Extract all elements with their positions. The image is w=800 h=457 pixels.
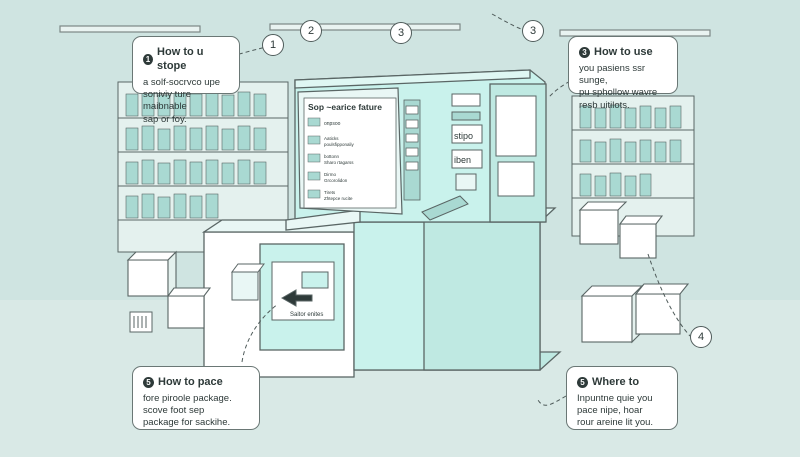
callout-line: fore piroole package. [143, 393, 232, 405]
leader-lines [231, 13, 691, 406]
package-drop-slot [271, 261, 335, 321]
screen-row-label: Aaticks [324, 136, 339, 141]
screen-row-icon [307, 153, 321, 163]
screen-row-label: onpsoo [324, 121, 341, 127]
callout-line: sap or foy. [143, 113, 187, 125]
screen-rows: onpsoo Aaticks poulsfipponaliy bottonn S… [307, 117, 355, 201]
boxes-left [126, 250, 212, 329]
screen-row-icon [307, 171, 321, 181]
callout-line: pu sphollow wavre [579, 87, 658, 99]
step-number-badge: 5 [143, 376, 154, 388]
callout-line: a solf-socrvco upe [143, 77, 221, 89]
callout-line: Inpuntne quie you [577, 393, 653, 405]
screen-row-value: poulsfipponaliy [324, 142, 355, 147]
marker-3-right: 3 [522, 20, 544, 42]
callout-top-left: 1 How to u stope a solf-socrvco upe soni… [132, 36, 240, 125]
marker-4: 4 [690, 326, 712, 348]
screen-row-label: Tirets [324, 190, 336, 195]
barcode-tag-icon [129, 311, 153, 333]
arrow-left-icon [280, 289, 313, 307]
ceiling-lights [59, 23, 711, 37]
screen-row-value: Grcorolidon [324, 178, 348, 183]
callout-line: package for sackihe. [143, 417, 231, 429]
slot-label: Saitor enites [290, 312, 323, 318]
side-label-mid: iben [454, 155, 471, 165]
screen-row-label: bottonn [324, 154, 340, 159]
callout-title: How to use [594, 46, 653, 58]
callout-line: resb uitilots. [579, 99, 630, 111]
marker-2: 2 [300, 20, 322, 42]
side-label-top: stipo [454, 131, 473, 141]
screen-row-value: Zhtepce rucite [324, 196, 353, 201]
boxes-right [578, 201, 690, 344]
kiosk-screen [297, 87, 403, 215]
callout-line: you pasiens ssr sunge, [579, 63, 646, 87]
step-number-badge: 3 [579, 46, 590, 58]
callout-line: rour areine lit you. [577, 417, 654, 429]
scanner-button [455, 173, 477, 191]
callout-title: How to pace [158, 376, 223, 388]
callout-title: Where to [592, 376, 640, 388]
screen-row-value: Sharo rtagarss [324, 160, 354, 165]
callout-bottom-right: 5 Where to Inpuntne quie you pace nipe, … [566, 366, 678, 430]
callout-title: How to u stope [157, 46, 204, 73]
step-number-badge: 1 [143, 53, 154, 65]
callout-line: scove foot sep [143, 405, 205, 417]
package-in-kiosk [231, 263, 265, 301]
step-number-badge: 5 [577, 376, 588, 388]
screen-title: Sop ~earice fature [308, 102, 382, 112]
marker-1: 1 [262, 34, 284, 56]
screen-row-icon [307, 189, 321, 199]
callout-line: pace nipe, hoar [577, 405, 643, 417]
callout-bottom-left: 5 How to pace fore piroole package. scov… [132, 366, 260, 430]
screen-row-icon [307, 117, 321, 127]
kiosk-side-controls [421, 93, 537, 221]
right-shelf-products [579, 104, 682, 197]
screen-side-panel [403, 99, 421, 201]
screen-row-label: Dirmo [324, 172, 336, 177]
callout-top-right: 3 How to use you pasiens ssr sunge, pu s… [568, 36, 678, 111]
left-shelf-products [125, 91, 267, 219]
screen-row-icon [307, 135, 321, 145]
marker-3-left: 3 [390, 22, 412, 44]
callout-line: soniviy ture maibnable [143, 89, 192, 113]
